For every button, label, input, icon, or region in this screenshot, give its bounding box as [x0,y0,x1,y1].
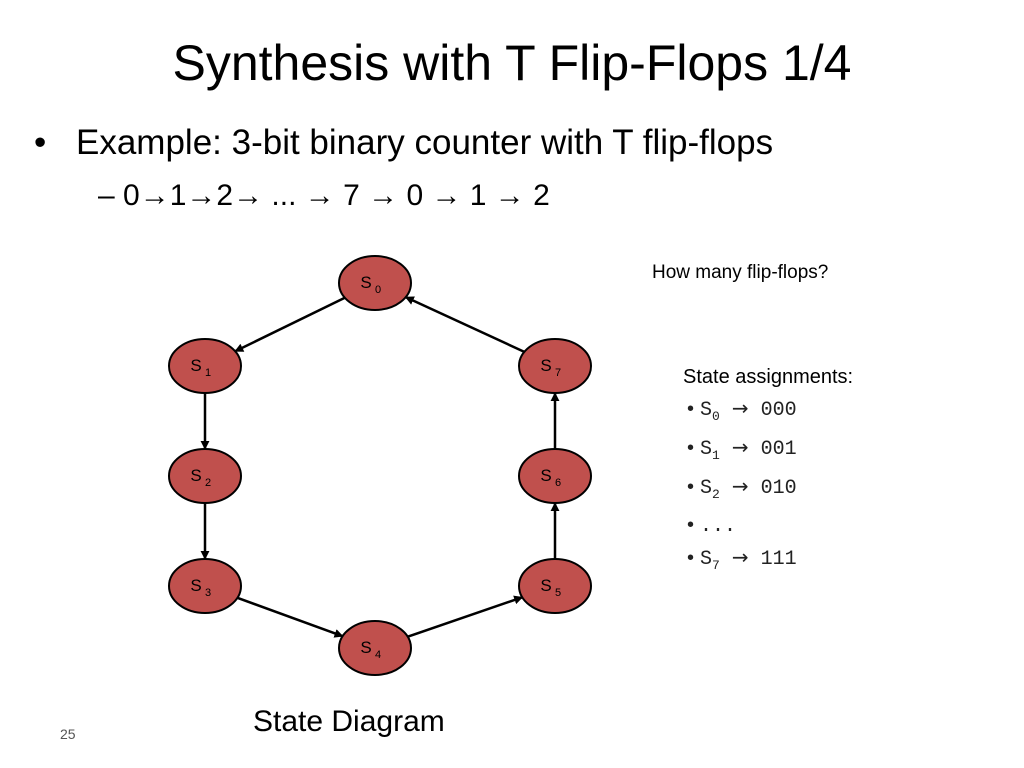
state-label-subscript: 7 [555,367,561,379]
bullet-text: Example: 3-bit binary counter with T fli… [76,123,774,162]
assignments-header: State assignments: [683,366,854,388]
assignment-state-subscript: 2 [712,487,720,502]
slide-title: Synthesis with T Flip-Flops 1/4 [172,35,852,91]
assignment-state-subscript: 7 [712,558,720,573]
assignment-state: S [700,548,713,571]
state-label: S [190,466,201,485]
arrow-right-icon: → [731,474,749,498]
assignment-code: 111 [760,548,797,571]
assignment-bullet: • [687,547,695,569]
assignment-bullet: • [687,437,695,459]
bullet-example: • Example: 3-bit binary counter with T fl… [34,120,773,166]
state-circle [518,558,592,614]
state-label: S [190,356,201,375]
assignment-item: •... [687,510,797,542]
state-label-subscript: 6 [555,477,561,489]
slide-number: 25 [60,726,76,742]
state-label: S [540,356,551,375]
state-label: S [360,273,371,292]
assignment-item: •S1 → 001 [687,432,797,471]
assignment-code: 001 [760,438,797,461]
arrow-right-icon: → [731,396,749,420]
state-circle [518,448,592,504]
assignment-state: S [700,477,713,500]
state-label-subscript: 4 [375,649,381,661]
state-label: S [540,576,551,595]
arrow-right-icon: → [731,435,749,459]
assignment-bullet: • [687,398,695,420]
assignment-item: •S7 → 111 [687,542,797,581]
state-label-subscript: 2 [205,477,211,489]
transition-arrow-s4-s5 [407,595,524,638]
state-label-subscript: 1 [205,367,211,379]
state-circle [168,558,242,614]
state-label: S [360,638,371,657]
assignment-state-subscript: 1 [712,448,720,463]
arrow-right-icon: → [731,545,749,569]
sub-bullet-sequence: – 0→1→2→ ... → 7 → 0 → 1 → 2 [98,179,550,212]
assignment-code: 000 [760,399,797,422]
assignment-item: •S2 → 010 [687,471,797,510]
state-label-subscript: 3 [205,587,211,599]
state-circle [168,448,242,504]
assignment-code: 010 [760,477,797,500]
state-label-subscript: 5 [555,587,561,599]
assignments-list: •S0→000•S1→001•S2→010•...•S7→111 [687,393,797,581]
state-circle [338,620,412,676]
transition-arrow-s7-s0 [404,296,525,353]
state-label: S [190,576,201,595]
state-label: S [540,466,551,485]
state-label-subscript: 0 [375,284,381,296]
transition-arrow-s0-s1 [234,296,346,353]
assignment-bullet: • [687,514,695,536]
state-circle [518,338,592,394]
assignment-item: •S0 → 000 [687,393,797,432]
state-circle [338,255,412,311]
assignment-state: S [700,438,713,461]
assignment-state-subscript: 0 [712,409,720,424]
state-transitions [200,296,560,638]
bullet-mark: • [34,123,47,162]
assignment-bullet: • [687,476,695,498]
assignment-state: S [700,399,713,422]
diagram-caption: State Diagram [253,705,445,738]
state-circle [168,338,242,394]
question-text: How many flip-flops? [652,262,829,283]
assignment-ellipsis: ... [700,515,737,538]
transition-arrow-s3-s4 [236,596,344,638]
